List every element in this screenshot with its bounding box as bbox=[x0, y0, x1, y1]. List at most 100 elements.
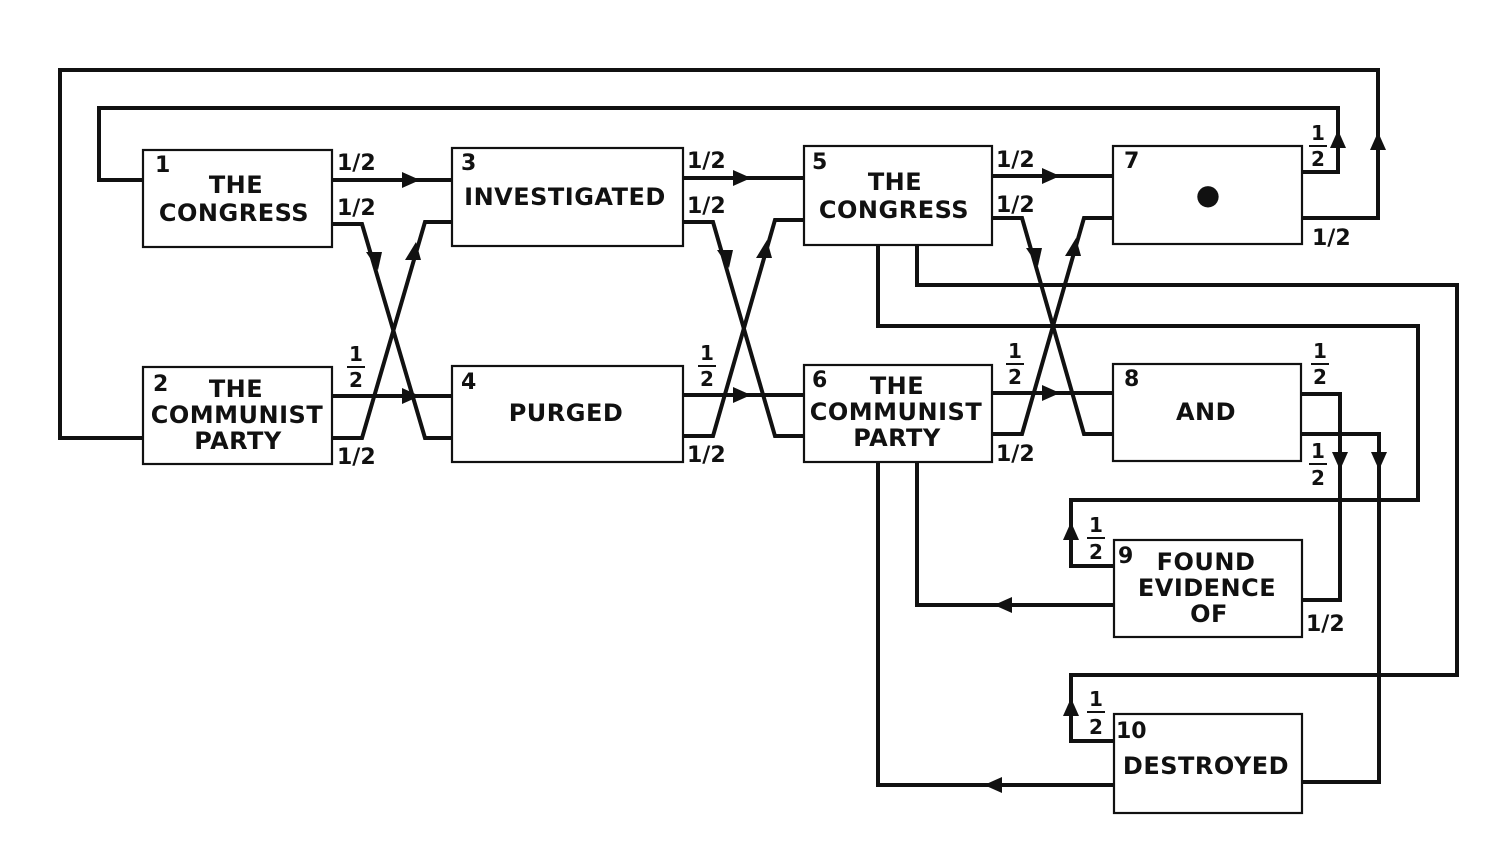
fraction-half: 1 2 bbox=[1006, 339, 1024, 389]
svg-text:2: 2 bbox=[1089, 715, 1103, 739]
state-number: 5 bbox=[812, 150, 827, 175]
state-number: 10 bbox=[1116, 719, 1147, 744]
probability-label: 1/2 bbox=[337, 445, 376, 470]
state-label: AND bbox=[1176, 398, 1236, 426]
svg-text:2: 2 bbox=[1313, 365, 1327, 389]
svg-text:1: 1 bbox=[1313, 339, 1327, 363]
wire-8-to-9 bbox=[1301, 392, 1342, 602]
svg-text:1: 1 bbox=[1311, 439, 1325, 463]
arrow-right-icon bbox=[402, 172, 420, 188]
svg-text:1: 1 bbox=[1311, 121, 1325, 145]
svg-text:2: 2 bbox=[1008, 365, 1022, 389]
svg-text:1: 1 bbox=[1008, 339, 1022, 363]
wire-9-to-6 bbox=[915, 462, 1114, 607]
arrow-down-icon bbox=[1332, 452, 1348, 470]
state-label: EVIDENCE bbox=[1138, 574, 1276, 602]
state-boxes bbox=[141, 144, 1304, 815]
arrow-down-icon bbox=[717, 250, 733, 268]
arrow-left-icon bbox=[994, 597, 1012, 613]
dot-icon: ● bbox=[1196, 178, 1220, 211]
arrow-right-icon bbox=[733, 170, 751, 186]
fraction-half: 1 2 bbox=[1309, 439, 1327, 490]
state-numbers: 1 2 3 4 5 6 7 8 9 10 bbox=[153, 149, 1147, 744]
state-box-10 bbox=[1112, 712, 1304, 815]
wire-4-to-5 bbox=[683, 218, 804, 438]
fraction-half: 1 2 bbox=[1309, 121, 1327, 171]
fraction-half: 1 2 bbox=[1087, 513, 1105, 564]
arrow-right-icon bbox=[733, 387, 751, 403]
fraction-labels: 1 2 1 2 1 2 1 2 1 2 1 bbox=[347, 121, 1329, 739]
arrow-right-icon bbox=[1042, 385, 1060, 401]
state-labels: THE CONGRESS THE COMMUNIST PARTY INVESTI… bbox=[151, 168, 1289, 780]
probability-labels: 1/2 1/2 1/2 1/2 1/2 1/2 1/2 1/2 1/2 1/2 … bbox=[337, 148, 1351, 637]
arrow-up-icon bbox=[1063, 698, 1079, 716]
probability-label: 1/2 bbox=[996, 193, 1035, 218]
wire-10-to-6 bbox=[876, 462, 1114, 787]
state-number: 4 bbox=[461, 370, 476, 395]
state-number: 7 bbox=[1124, 149, 1139, 174]
probability-label: 1/2 bbox=[687, 149, 726, 174]
fraction-half: 1 2 bbox=[698, 341, 716, 391]
wire-inner-loop bbox=[97, 106, 1340, 182]
state-box-5 bbox=[802, 144, 994, 247]
arrow-down-icon bbox=[366, 252, 382, 270]
probability-label: 1/2 bbox=[337, 151, 376, 176]
fraction-half: 1 2 bbox=[1087, 687, 1105, 739]
state-label: FOUND bbox=[1157, 548, 1256, 576]
arrow-up-icon bbox=[1063, 522, 1079, 540]
wire-2-to-3 bbox=[332, 220, 452, 440]
state-label: THE bbox=[870, 372, 924, 400]
svg-text:1: 1 bbox=[1089, 513, 1103, 537]
state-label: THE bbox=[209, 375, 263, 403]
arrow-down-icon bbox=[1026, 248, 1042, 266]
svg-text:1: 1 bbox=[349, 342, 363, 366]
wire-outer-loop bbox=[58, 68, 1380, 440]
arrow-up-icon bbox=[1330, 130, 1346, 148]
svg-text:2: 2 bbox=[349, 368, 363, 392]
wire-8-to-10 bbox=[1301, 432, 1381, 784]
state-label: THE bbox=[209, 171, 263, 199]
state-box-9 bbox=[1112, 538, 1304, 639]
arrow-left-icon bbox=[984, 777, 1002, 793]
fraction-half: 1 2 bbox=[1311, 339, 1329, 389]
svg-text:1: 1 bbox=[700, 341, 714, 365]
state-number: 9 bbox=[1118, 544, 1133, 569]
arrow-up-icon bbox=[756, 240, 772, 258]
probability-label: 1/2 bbox=[687, 194, 726, 219]
state-label: DESTROYED bbox=[1123, 752, 1289, 780]
state-number: 8 bbox=[1124, 367, 1139, 392]
probability-label: 1/2 bbox=[687, 443, 726, 468]
wire-5-to-9 bbox=[876, 246, 1420, 568]
state-label: INVESTIGATED bbox=[464, 183, 666, 211]
arrow-up-icon bbox=[1370, 132, 1386, 150]
state-number: 2 bbox=[153, 372, 168, 397]
state-label: THE bbox=[868, 168, 922, 196]
probability-label: 1/2 bbox=[996, 442, 1035, 467]
state-box-6 bbox=[802, 363, 994, 464]
svg-text:2: 2 bbox=[1311, 147, 1325, 171]
arrow-right-icon bbox=[1042, 168, 1060, 184]
probability-label: 1/2 bbox=[996, 148, 1035, 173]
state-label: COMMUNIST bbox=[151, 401, 324, 429]
arrow-up-icon bbox=[1065, 238, 1081, 256]
state-number: 3 bbox=[461, 151, 476, 176]
probability-label: 1/2 bbox=[1306, 612, 1345, 637]
svg-text:2: 2 bbox=[700, 367, 714, 391]
state-box-3 bbox=[450, 146, 685, 248]
arrowheads bbox=[366, 130, 1387, 793]
state-label: PARTY bbox=[853, 424, 941, 452]
svg-text:1: 1 bbox=[1089, 687, 1103, 711]
wire-5-to-10 bbox=[915, 246, 1459, 743]
svg-text:2: 2 bbox=[1089, 540, 1103, 564]
arrow-down-icon bbox=[1371, 452, 1387, 470]
state-box-1 bbox=[141, 148, 334, 249]
probability-label: 1/2 bbox=[1312, 226, 1351, 251]
probability-label: 1/2 bbox=[337, 196, 376, 221]
state-number: 1 bbox=[155, 153, 170, 178]
arrow-right-icon bbox=[402, 388, 420, 404]
svg-text:2: 2 bbox=[1311, 466, 1325, 490]
state-label: OF bbox=[1190, 600, 1228, 628]
state-box-2 bbox=[141, 365, 334, 466]
state-label: PURGED bbox=[509, 399, 624, 427]
